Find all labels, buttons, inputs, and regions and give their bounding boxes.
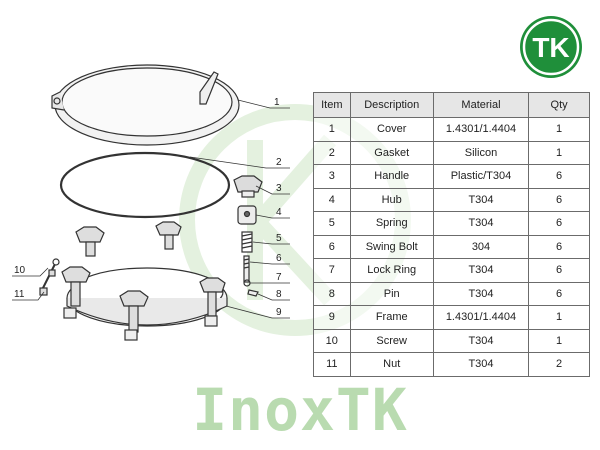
cell-qty: 6 bbox=[528, 234, 590, 259]
cell-qty: 1 bbox=[528, 305, 590, 330]
part-spring bbox=[241, 231, 253, 253]
cell-item: 1 bbox=[313, 117, 351, 142]
cell-qty: 6 bbox=[528, 187, 590, 212]
cell-description: Frame bbox=[349, 305, 434, 330]
callout-4: 4 bbox=[276, 207, 282, 218]
part-frame bbox=[61, 221, 228, 341]
tk-logo: TK bbox=[518, 14, 584, 80]
cell-qty: 1 bbox=[528, 117, 590, 142]
cell-item: 3 bbox=[313, 164, 351, 189]
cell-description: Nut bbox=[349, 352, 434, 377]
cell-material: T304 bbox=[432, 281, 530, 306]
cell-description: Gasket bbox=[349, 140, 434, 165]
cell-qty: 2 bbox=[528, 352, 590, 377]
callout-5: 5 bbox=[276, 233, 282, 244]
cell-item: 8 bbox=[313, 281, 351, 306]
cell-material: Plastic/T304 bbox=[432, 164, 530, 189]
cell-qty: 6 bbox=[528, 164, 590, 189]
tk-logo-text: TK bbox=[532, 32, 569, 63]
cell-description: Pin bbox=[349, 281, 434, 306]
part-hub bbox=[237, 205, 257, 225]
part-cover bbox=[51, 64, 240, 146]
header-description: Description bbox=[349, 92, 434, 118]
cell-qty: 1 bbox=[528, 140, 590, 165]
cell-item: 7 bbox=[313, 258, 351, 283]
cell-material: T304 bbox=[432, 258, 530, 283]
part-gasket bbox=[59, 151, 231, 219]
table-header-row: Item Description Material Qty bbox=[313, 92, 590, 118]
cell-description: Swing Bolt bbox=[349, 234, 434, 259]
callout-1: 1 bbox=[274, 97, 280, 108]
callout-7: 7 bbox=[276, 272, 282, 283]
cell-material: 1.4301/1.4404 bbox=[432, 117, 530, 142]
callout-11: 11 bbox=[14, 289, 25, 300]
header-material: Material bbox=[432, 92, 530, 118]
callout-9: 9 bbox=[276, 307, 282, 318]
cell-material: T304 bbox=[432, 211, 530, 236]
cell-item: 9 bbox=[313, 305, 351, 330]
cell-description: Spring bbox=[349, 211, 434, 236]
cell-material: T304 bbox=[432, 328, 530, 353]
part-handle bbox=[233, 175, 263, 198]
cell-qty: 1 bbox=[528, 328, 590, 353]
cell-description: Cover bbox=[349, 117, 434, 142]
header-item: Item bbox=[313, 92, 351, 118]
cell-description: Lock Ring bbox=[349, 258, 434, 283]
cell-description: Handle bbox=[349, 164, 434, 189]
callout-10: 10 bbox=[14, 265, 26, 276]
cell-description: Hub bbox=[349, 187, 434, 212]
cell-item: 4 bbox=[313, 187, 351, 212]
brand-wordmark: InoxTK bbox=[192, 376, 408, 444]
cell-item: 6 bbox=[313, 234, 351, 259]
cell-item: 2 bbox=[313, 140, 351, 165]
cell-material: Silicon bbox=[432, 140, 530, 165]
callout-8: 8 bbox=[276, 289, 282, 300]
cell-item: 11 bbox=[313, 352, 351, 377]
cell-material: 1.4301/1.4404 bbox=[432, 305, 530, 330]
callout-3: 3 bbox=[276, 183, 282, 194]
cell-qty: 6 bbox=[528, 258, 590, 283]
cell-material: 304 bbox=[432, 234, 530, 259]
callout-2: 2 bbox=[276, 157, 282, 168]
cell-qty: 6 bbox=[528, 211, 590, 236]
part-swing-bolt bbox=[243, 255, 250, 283]
cell-item: 5 bbox=[313, 211, 351, 236]
cell-qty: 6 bbox=[528, 281, 590, 306]
header-qty: Qty bbox=[528, 92, 590, 118]
part-pin bbox=[247, 289, 259, 297]
part-screw-nut bbox=[39, 258, 60, 296]
cell-material: T304 bbox=[432, 187, 530, 212]
cell-description: Screw bbox=[349, 328, 434, 353]
cell-item: 10 bbox=[313, 328, 351, 353]
cell-material: T304 bbox=[432, 352, 530, 377]
callout-6: 6 bbox=[276, 253, 282, 264]
